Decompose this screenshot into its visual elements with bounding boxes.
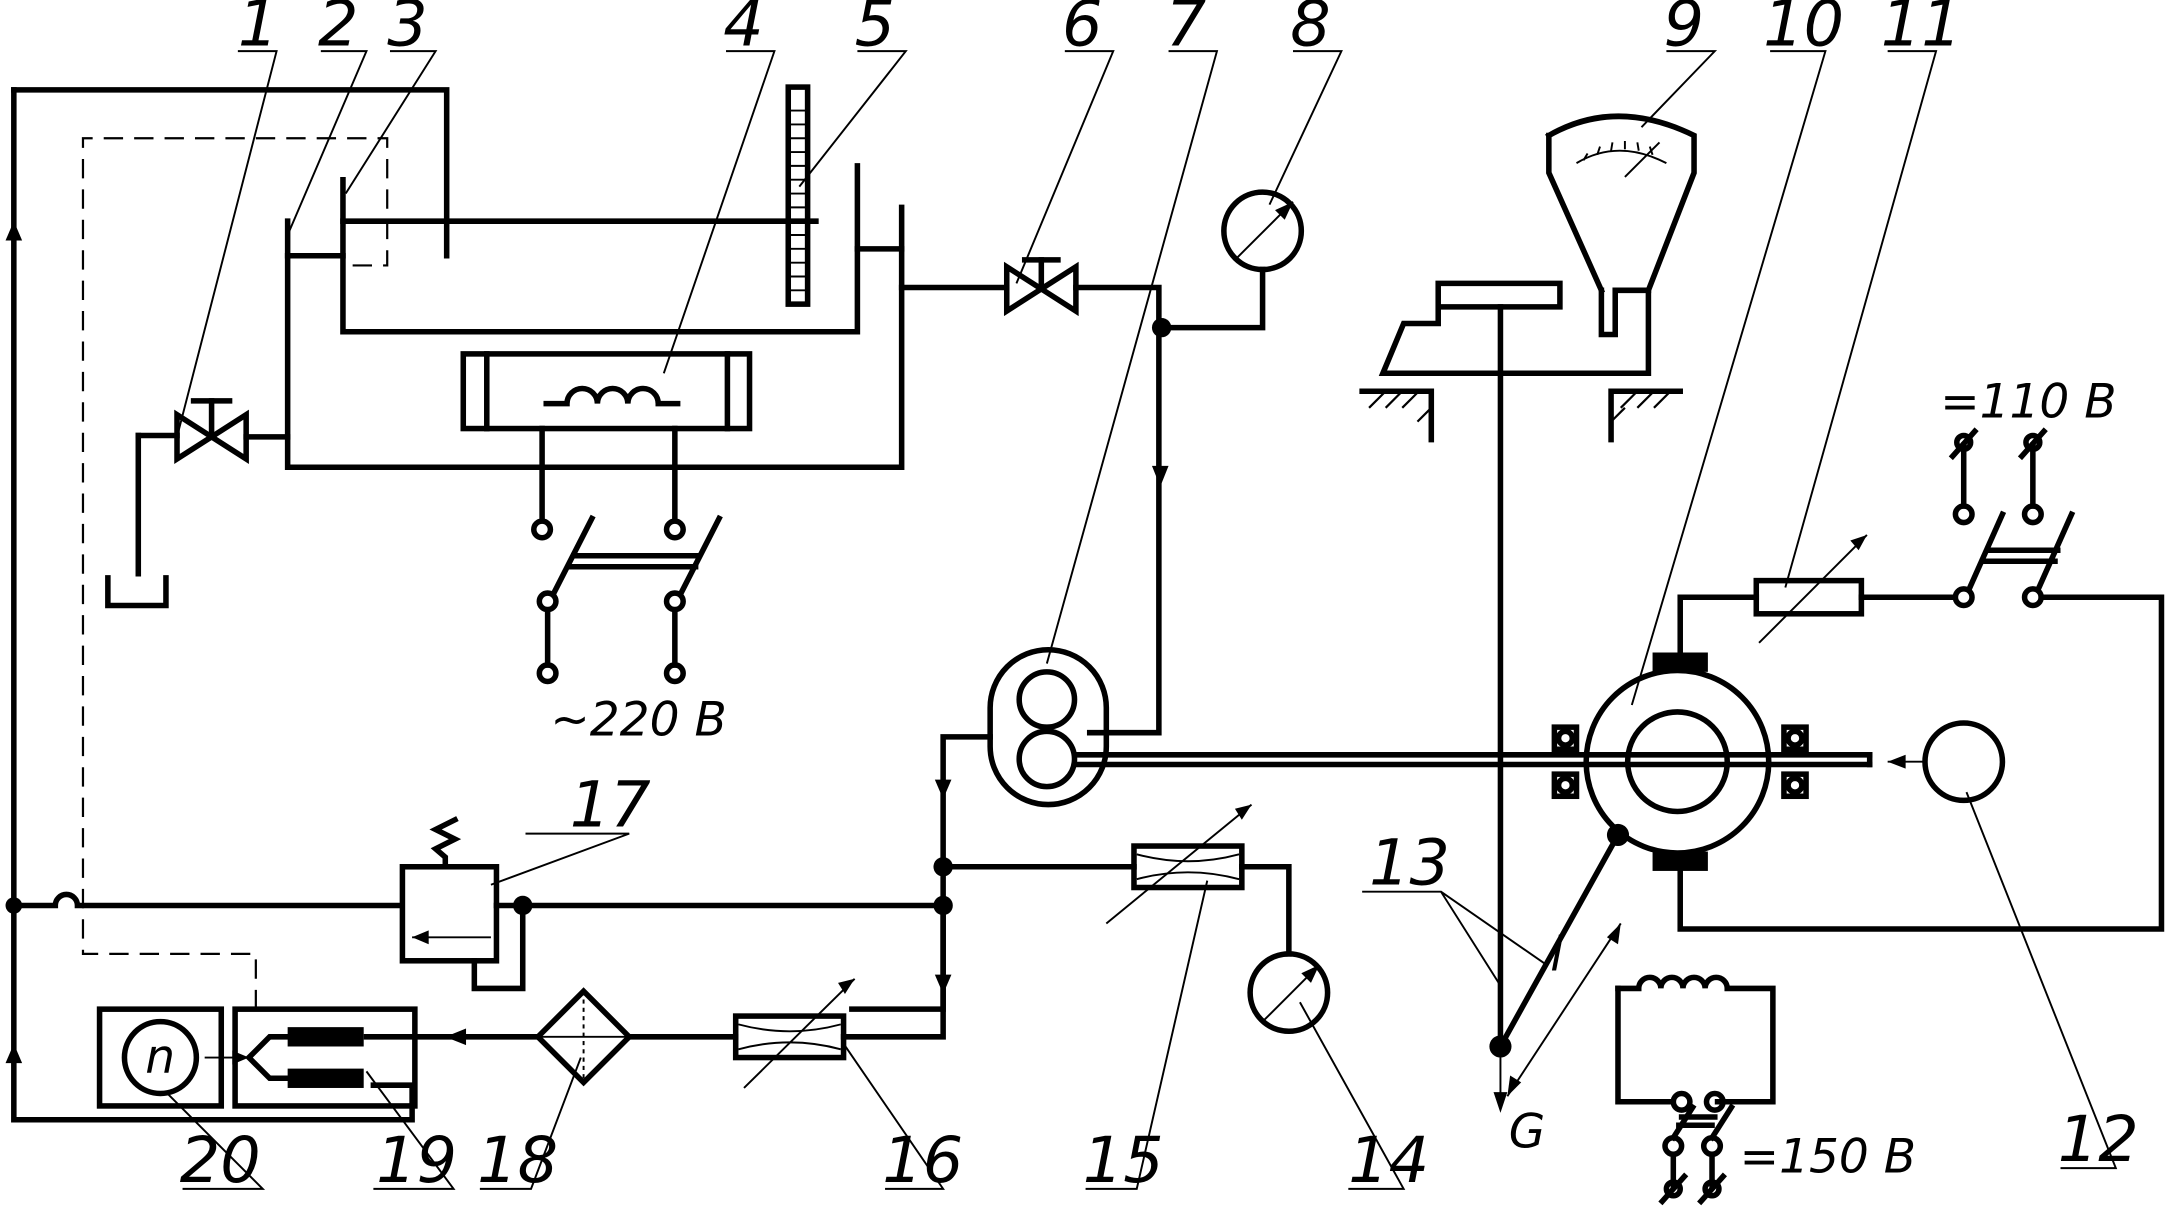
supply-line xyxy=(898,189,1305,736)
pressure-gauge-icon xyxy=(1221,189,1305,273)
callout-20: 20 xyxy=(180,1123,261,1197)
filter-icon xyxy=(534,987,634,1087)
tachogenerator-icon xyxy=(1922,720,2006,804)
callout-9: 9 xyxy=(1664,0,1704,61)
coil-circuit: =150 В xyxy=(1615,974,1916,1206)
gear-pump xyxy=(849,646,1873,1012)
rheostat xyxy=(1753,577,1865,617)
callout-5: 5 xyxy=(855,0,895,61)
callout-12: 12 xyxy=(2058,1102,2139,1176)
arm-length-symbol: l xyxy=(1550,927,1563,982)
control-dashed-line xyxy=(81,137,389,1010)
callout-3: 3 xyxy=(387,0,427,61)
cooling-circuit: n xyxy=(96,902,946,1109)
weighing-scale xyxy=(1359,113,1697,1048)
callout-14: 14 xyxy=(1348,1123,1429,1197)
tachometer-symbol: n xyxy=(145,1030,175,1085)
force-symbol: G xyxy=(1509,1104,1545,1159)
return-line xyxy=(5,87,450,1123)
relief-circuit xyxy=(399,803,1331,1035)
callout-2: 2 xyxy=(318,0,358,61)
callout-16: 16 xyxy=(882,1123,963,1197)
callout-19: 19 xyxy=(376,1123,457,1197)
relief-valve xyxy=(399,864,500,964)
callout-15: 15 xyxy=(1083,1123,1164,1197)
callout-1: 1 xyxy=(238,0,278,61)
throttle-15 xyxy=(1131,843,1245,891)
field-voltage-label: =110 В xyxy=(1940,374,2116,429)
throttle-16 xyxy=(732,1013,847,1061)
callout-17: 17 xyxy=(570,768,651,842)
callout-18: 18 xyxy=(477,1123,558,1197)
heat-exchanger xyxy=(232,1006,418,1109)
callout-10: 10 xyxy=(1763,0,1844,61)
callout-13: 13 xyxy=(1369,826,1450,900)
dynamometer-motor: =110 В xyxy=(1551,374,2165,932)
tank-assembly: ~220 В xyxy=(105,84,905,747)
callout-11: 11 xyxy=(1881,0,1962,61)
heater-coil-icon xyxy=(543,385,681,407)
callout-leaders xyxy=(165,50,2118,1190)
callout-6: 6 xyxy=(1062,0,1102,61)
lever-arm: l G xyxy=(1489,823,1630,1159)
coil-voltage-label: =150 В xyxy=(1740,1129,1916,1184)
heater xyxy=(460,351,753,432)
callout-4: 4 xyxy=(723,0,763,61)
callout-7: 7 xyxy=(1166,0,1206,61)
thermometer xyxy=(785,84,811,307)
callout-numbers: 1 2 3 4 5 6 7 8 9 10 11 12 13 14 15 16 1… xyxy=(180,0,2139,1197)
callout-8: 8 xyxy=(1290,0,1330,61)
flow-gauge-icon xyxy=(1247,951,1331,1035)
heater-voltage-label: ~220 В xyxy=(550,692,726,747)
